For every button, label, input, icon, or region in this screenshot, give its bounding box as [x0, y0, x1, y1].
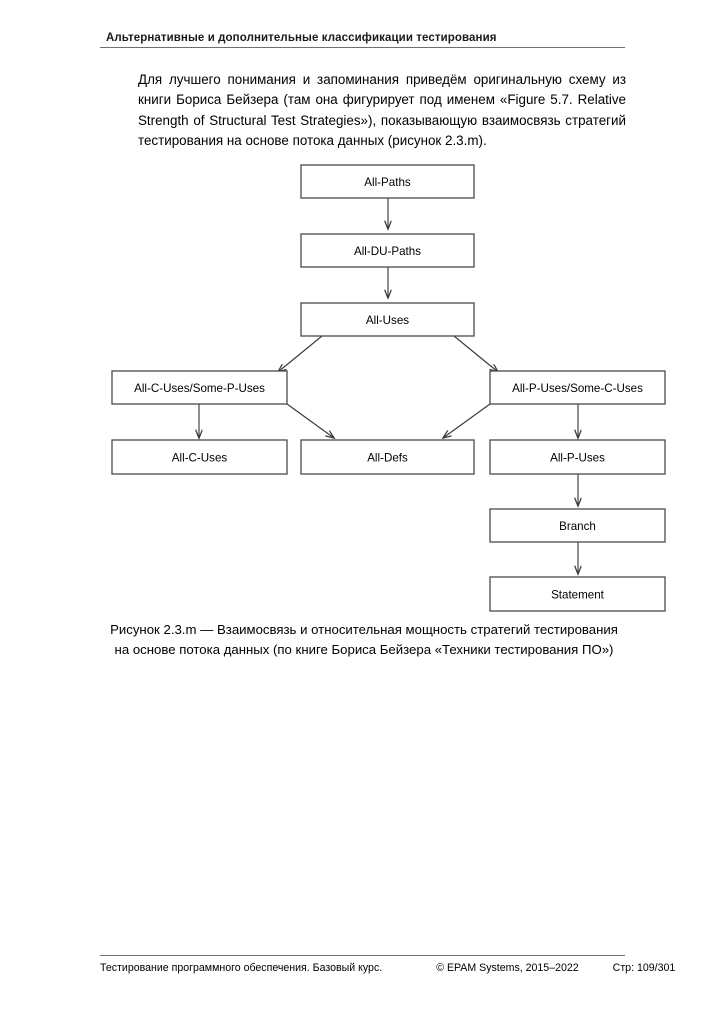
- node-all-p-uses-some-c-uses: All-P-Uses/Some-C-Uses: [489, 370, 666, 405]
- node-label-all-c-uses: All-C-Uses: [172, 452, 228, 465]
- node-label-all-defs: All-Defs: [367, 452, 408, 465]
- figure-caption: Рисунок 2.3.m — Взаимосвязь и относитель…: [100, 620, 628, 660]
- node-all-c-uses-some-p-uses: All-C-Uses/Some-P-Uses: [111, 370, 288, 405]
- edge-all-p-uses-some-c-uses-to-all-defs: [443, 403, 491, 438]
- node-box-all-paths: [300, 164, 475, 199]
- edge-all-uses-to-all-c-uses-some-p-uses: [278, 335, 323, 372]
- footer-document-title: Тестирование программного обеспечения. Б…: [100, 962, 383, 974]
- edge-all-c-uses-some-p-uses-to-all-defs: [286, 403, 334, 438]
- body-paragraph: Для лучшего понимания и запоминания прив…: [138, 72, 626, 149]
- node-label-all-uses: All-Uses: [366, 314, 409, 327]
- page-footer: Тестирование программного обеспечения. Б…: [100, 955, 675, 974]
- figure-caption-line-2: на основе потока данных (по книге Бориса…: [114, 642, 614, 657]
- diagram-nodes: All-Paths All-DU-Paths All-Uses All-C-Us…: [111, 164, 666, 612]
- node-box-all-defs: [300, 439, 475, 475]
- node-box-all-uses: [300, 302, 475, 337]
- footer-page-number: Стр: 109/301: [612, 962, 676, 974]
- node-label-all-p-uses-some-c-uses: All-P-Uses/Some-C-Uses: [512, 382, 643, 395]
- node-all-paths: All-Paths: [300, 164, 475, 199]
- node-box-branch: [489, 508, 666, 543]
- node-box-statement: [489, 576, 666, 612]
- node-statement: Statement: [489, 576, 666, 612]
- node-box-all-c-uses: [111, 439, 288, 475]
- edge-all-uses-to-all-p-uses-some-c-uses: [453, 335, 498, 372]
- page-header: Альтернативные и дополнительные классифи…: [100, 32, 625, 48]
- footer-copyright: © EPAM Systems, 2015–2022: [436, 962, 579, 974]
- figure-caption-line-1: Рисунок 2.3.m — Взаимосвязь и относитель…: [110, 622, 618, 637]
- node-label-all-p-uses: All-P-Uses: [550, 452, 605, 465]
- node-label-all-paths: All-Paths: [364, 176, 411, 189]
- node-label-statement: Statement: [551, 589, 605, 602]
- node-box-all-p-uses: [489, 439, 666, 475]
- page-header-title: Альтернативные и дополнительные классифи…: [106, 32, 497, 44]
- node-all-du-paths: All-DU-Paths: [300, 233, 475, 268]
- node-box-all-c-uses-some-p-uses: [111, 370, 288, 405]
- node-all-p-uses: All-P-Uses: [489, 439, 666, 475]
- node-box-all-du-paths: [300, 233, 475, 268]
- header-divider: [100, 47, 625, 48]
- node-all-c-uses: All-C-Uses: [111, 439, 288, 475]
- diagram-connectors: [199, 198, 578, 574]
- node-box-all-p-uses-some-c-uses: [489, 370, 666, 405]
- node-label-all-c-uses-some-p-uses: All-C-Uses/Some-P-Uses: [134, 382, 265, 395]
- node-all-uses: All-Uses: [300, 302, 475, 337]
- node-label-branch: Branch: [559, 520, 596, 533]
- node-label-all-du-paths: All-DU-Paths: [354, 245, 421, 258]
- node-branch: Branch: [489, 508, 666, 543]
- footer-divider: [100, 955, 625, 956]
- node-all-defs: All-Defs: [300, 439, 475, 475]
